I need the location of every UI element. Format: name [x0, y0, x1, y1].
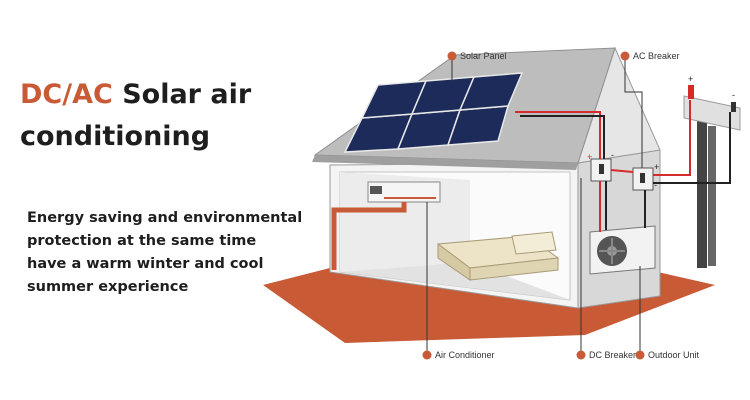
sofa: [436, 231, 560, 281]
dc-minus-mark: -: [611, 150, 614, 160]
dc-breaker-callout-dot: [576, 350, 586, 360]
indoor-ac-unit: [367, 181, 441, 203]
air-conditioner-callout-dot: [422, 350, 432, 360]
pole-plus-mark: +: [688, 74, 693, 84]
subtext: Energy saving and environmental protecti…: [27, 207, 317, 299]
solar-panel-label: Solar Panel: [460, 51, 507, 61]
headline-accent: DC/AC: [20, 79, 113, 110]
outdoor-unit: [589, 225, 656, 275]
subtext-line-4: summer experience: [27, 279, 189, 295]
callout-lines: [426, 58, 643, 354]
solar-panels: [343, 72, 524, 153]
outdoor-unit-label: Outdoor Unit: [648, 350, 700, 360]
ac-breaker-callout-dot: [620, 51, 630, 61]
subtext-line-3: have a warm winter and cool: [27, 256, 264, 272]
dc-breaker-box: [590, 158, 612, 182]
subtext-line-2: protection at the same time: [27, 233, 257, 249]
headline-rest: Solar air: [112, 79, 252, 110]
ac-breaker-box: [632, 167, 654, 191]
wiring: [331, 100, 731, 270]
air-conditioner-label: Air Conditioner: [435, 350, 495, 360]
dc-breaker-label: DC Breaker: [589, 350, 636, 360]
ac-plus-mark: +: [654, 162, 659, 172]
headline-line-1: DC/AC Solar air: [20, 74, 251, 116]
solar-panel-callout-dot: [447, 51, 457, 61]
subtext-line-1: Energy saving and environmental: [27, 210, 303, 226]
ac-minus-mark: -: [654, 180, 657, 190]
pole-minus-mark: -: [732, 90, 735, 100]
ac-breaker-label: AC Breaker: [633, 51, 680, 61]
dc-plus-mark: +: [587, 152, 592, 162]
utility-pole: [683, 85, 741, 268]
headline-line-2: conditioning: [20, 121, 211, 152]
headline: DC/AC Solar air conditioning: [20, 74, 251, 158]
outdoor-unit-callout-dot: [635, 350, 645, 360]
